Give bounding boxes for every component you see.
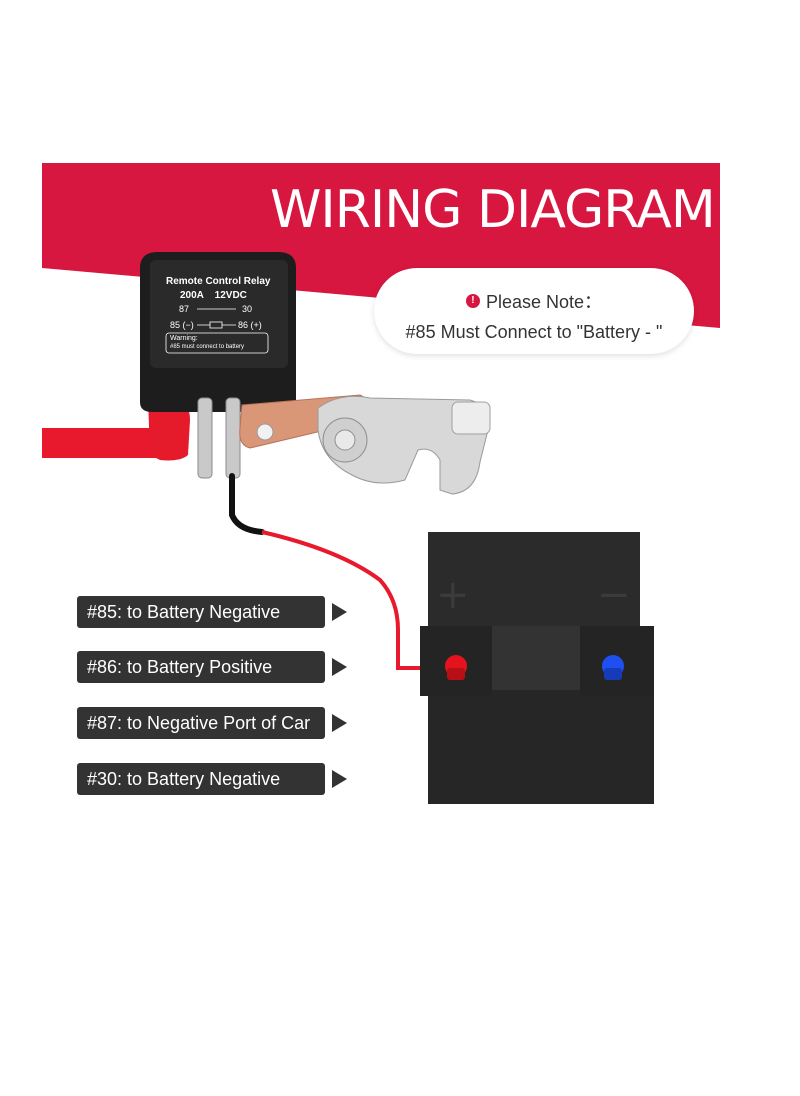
label-pin-86: #86: to Battery Positive [77,651,325,683]
battery-clamp [317,395,490,495]
note-heading: Please Note： [485,292,603,312]
relay-title: Remote Control Relay [166,276,271,287]
relay-warning-title: Warning: [170,335,198,342]
relay-rating: 200A 12VDC [180,290,247,301]
terminal-post-right [225,397,241,479]
negative-terminal-base [604,668,622,680]
relay-pin-85: 85 (−) [170,320,194,330]
relay-warning-text: #85 must connect to battery [170,344,245,350]
battery-top [428,532,640,626]
exclamation-icon: ! [465,294,480,308]
battery-top-recess [490,626,580,690]
relay-pin-86: 86 (+) [238,320,262,330]
cable-boot [148,396,190,461]
battery-minus-symbol: − [597,572,631,618]
note-box: ! Please Note： #85 Must Connect to "Batt… [374,268,694,354]
label-pin-87: #87: to Negative Port of Car [77,707,325,739]
wire-black [229,473,265,535]
label-pin-85: #85: to Battery Negative [77,596,325,628]
terminal-post-left [197,397,213,479]
positive-cable [42,428,165,458]
battery-plus-symbol: + [436,572,470,618]
clamp-bolt-head [451,401,491,435]
arrow-right-icon [332,603,347,621]
arrow-right-icon [332,770,347,788]
relay-pin-30: 30 [242,304,253,314]
note-text: #85 Must Connect to "Battery - " [405,322,663,342]
positive-terminal-base [447,668,465,680]
strap-bolt [256,423,274,441]
wire-red [261,530,445,670]
clamp-ring-hole [334,429,356,451]
arrow-right-icon [332,714,347,732]
page-title: WIRING DIAGRAM [270,180,716,240]
arrow-right-icon [332,658,347,676]
relay-pin-87: 87 [179,304,190,314]
relay-face [150,260,288,368]
label-pin-30: #30: to Battery Negative [77,763,325,795]
relay-warning-box [165,332,269,354]
relay-coil-symbol [209,321,223,329]
